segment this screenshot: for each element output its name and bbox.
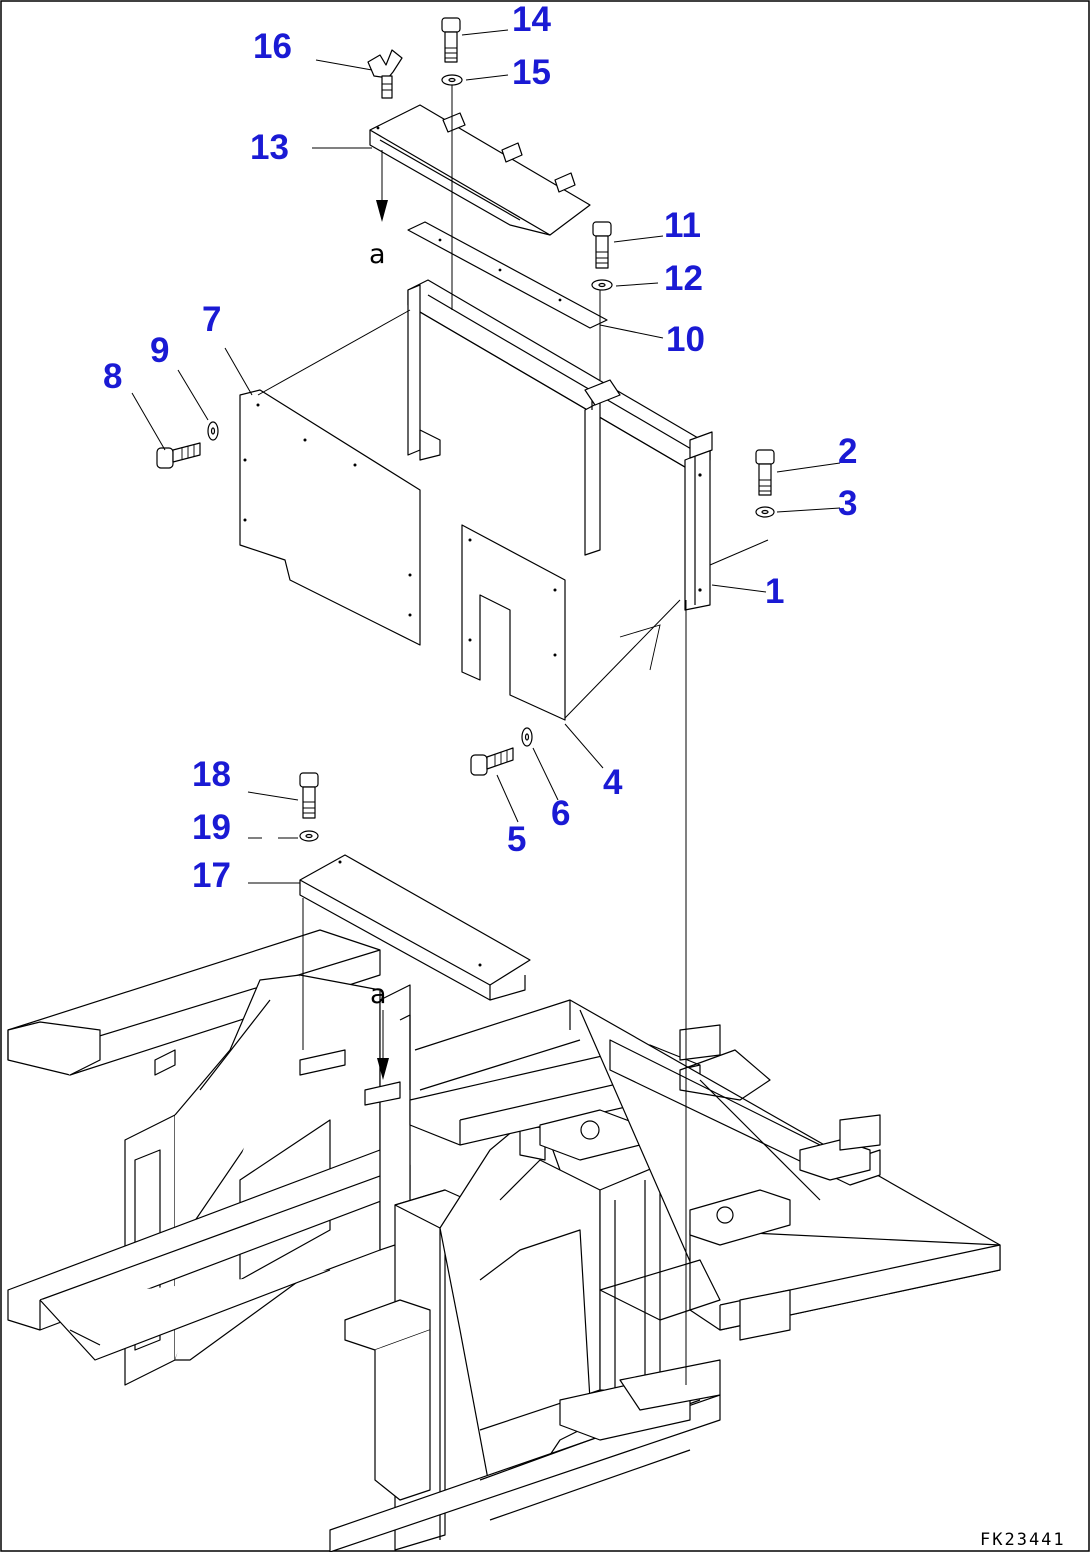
part-8-bolt <box>156 442 201 469</box>
part-7-guide-line <box>257 309 411 396</box>
callout-5: 5 <box>507 820 526 859</box>
part-4-panel <box>461 524 566 721</box>
part-2-bolt <box>755 449 775 496</box>
part-10-support-frame <box>407 279 713 611</box>
part-1-guide-line <box>709 539 769 566</box>
part-6-washer <box>521 727 533 747</box>
callout-12: 12 <box>664 259 703 298</box>
callout-18: 18 <box>192 755 231 794</box>
callout-9: 9 <box>150 331 169 370</box>
callout-4: 4 <box>603 763 623 802</box>
callout-1: 1 <box>765 572 784 611</box>
callout-8: 8 <box>103 357 122 396</box>
callout-19: 19 <box>192 808 231 847</box>
callout-labels: 14 15 16 13 11 12 10 7 9 8 2 3 1 4 6 5 1… <box>103 0 857 895</box>
callout-10: 10 <box>666 320 705 359</box>
part-5-bolt <box>470 747 514 776</box>
callout-2: 2 <box>838 432 857 471</box>
callout-13: 13 <box>250 128 289 167</box>
leader-lines <box>131 29 841 884</box>
reference-arrow-a-lower <box>377 1010 389 1080</box>
bracket-left <box>299 1014 411 1106</box>
reference-letter-a-upper: a <box>369 239 386 270</box>
part-7-panel <box>239 389 421 646</box>
callout-16: 16 <box>253 27 292 66</box>
callout-17: 17 <box>192 856 231 895</box>
callout-15: 15 <box>512 53 551 92</box>
main-frame <box>7 929 1001 1552</box>
figure-code: FK23441 <box>980 1530 1066 1550</box>
callout-11: 11 <box>664 206 701 245</box>
part-16-wing-bolt <box>367 49 403 99</box>
callout-14: 14 <box>512 0 551 39</box>
part-18-bolt <box>299 772 319 819</box>
part-15-washer <box>441 74 463 86</box>
reference-arrow-a-upper <box>376 150 388 222</box>
callout-7: 7 <box>202 300 221 339</box>
part-4-guide-line <box>564 599 681 719</box>
part-4-outline-step <box>619 624 661 671</box>
part-17-plate <box>299 854 531 1001</box>
callout-3: 3 <box>838 484 857 523</box>
part-9-washer <box>207 421 219 441</box>
reference-letter-a-lower: a <box>370 979 387 1010</box>
part-3-washer <box>755 506 775 518</box>
part-11-bolt <box>592 221 612 269</box>
part-19-washer <box>299 830 319 842</box>
part-14-bolt <box>441 17 461 63</box>
callout-6: 6 <box>551 794 570 833</box>
part-12-washer <box>591 279 613 291</box>
part-10-top-plate <box>407 221 608 329</box>
part-13-cover <box>369 104 591 236</box>
